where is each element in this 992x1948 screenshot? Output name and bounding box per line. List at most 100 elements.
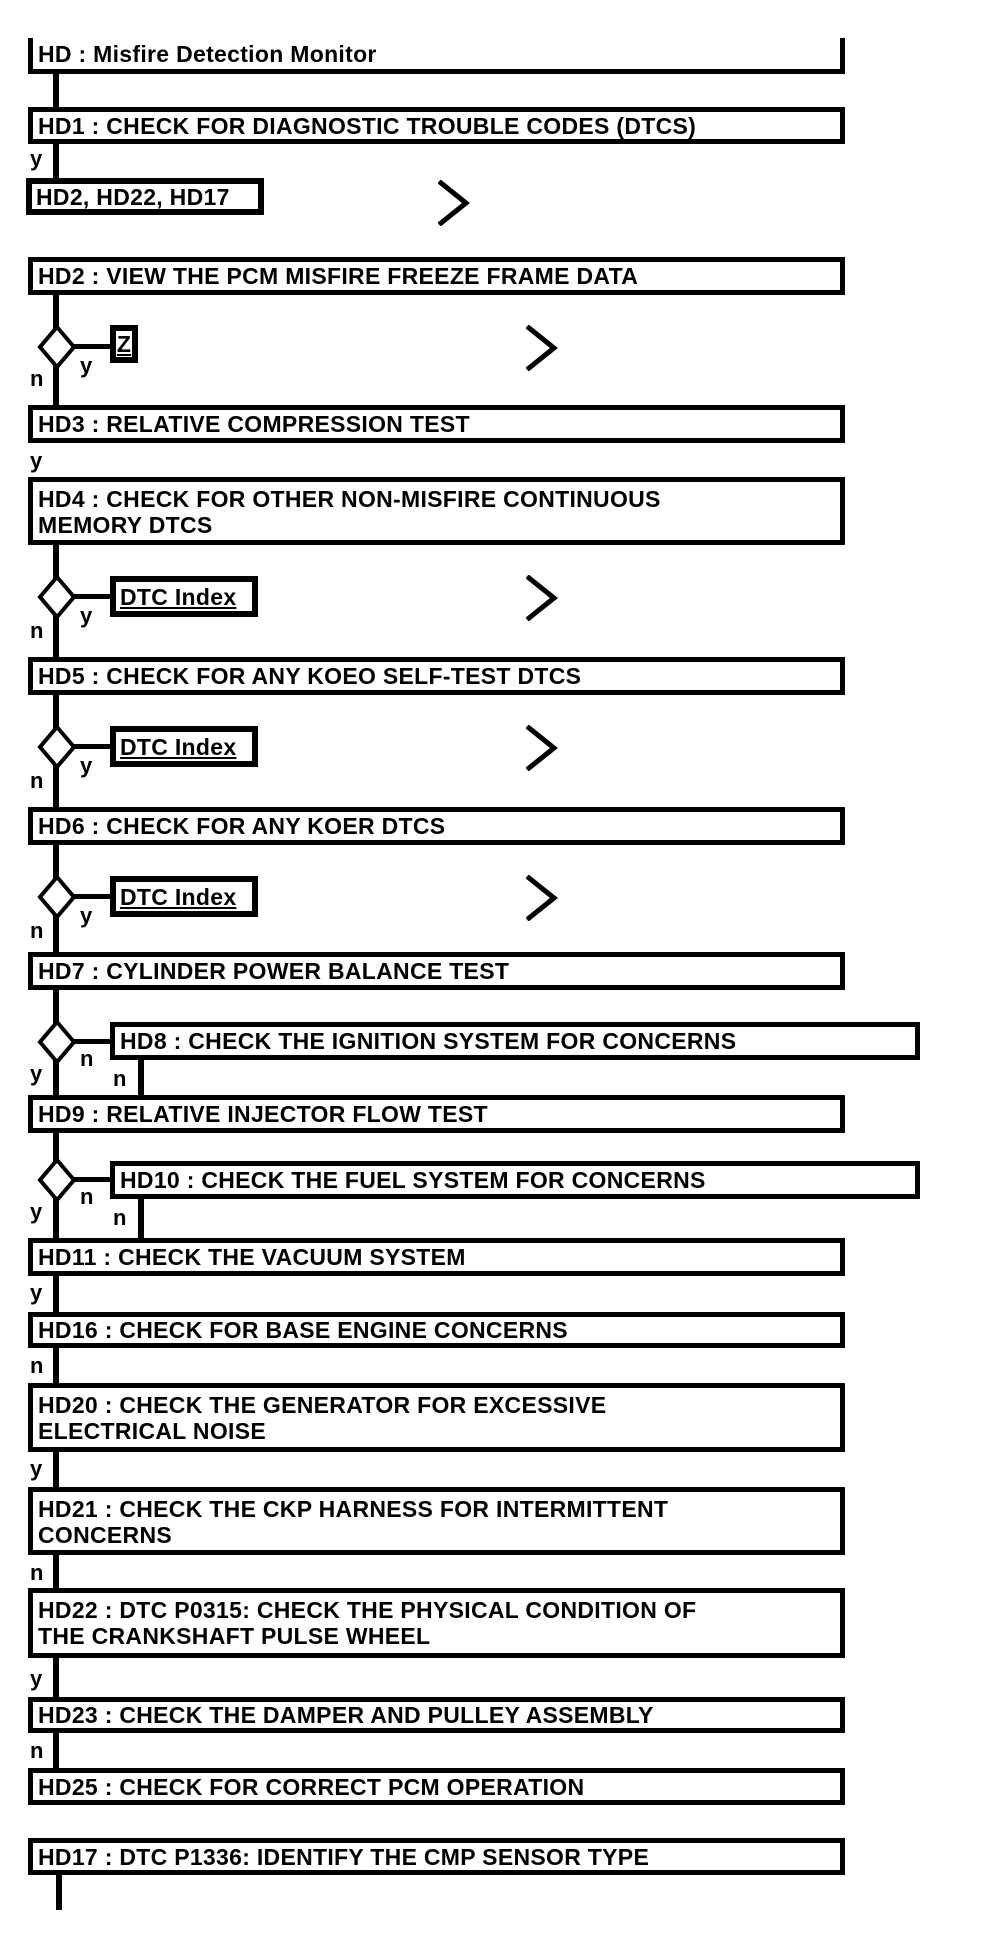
decision-diamond — [37, 1157, 77, 1203]
branch-label-no: n — [113, 1066, 127, 1091]
connector-line — [53, 295, 59, 329]
step-box-hd2: HD2 : VIEW THE PCM MISFIRE FREEZE FRAME … — [28, 257, 845, 295]
step-box-hd16: HD16 : CHECK FOR BASE ENGINE CONCERNS — [28, 1312, 845, 1348]
branch-label-yes: y — [30, 1666, 43, 1691]
connector-line — [53, 1452, 59, 1488]
step-box-hd8: HD8 : CHECK THE IGNITION SYSTEM FOR CONC… — [110, 1022, 920, 1060]
branch-label-yes: y — [80, 353, 93, 378]
link-box-dtc-index[interactable]: DTC Index — [110, 876, 258, 917]
step-text: HD22 : DTC P0315: CHECK THE PHYSICAL CON… — [38, 1597, 697, 1623]
connector-line — [53, 366, 59, 406]
step-box-hd21: HD21 : CHECK THE CKP HARNESS FOR INTERMI… — [28, 1487, 845, 1555]
step-text: CONCERNS — [38, 1522, 173, 1548]
branch-label-no: n — [30, 618, 44, 643]
branch-label-no: n — [80, 1184, 94, 1209]
decision-diamond — [37, 324, 77, 370]
link-text: DTC Index — [120, 883, 237, 910]
connector-line — [53, 545, 59, 579]
connector-line — [53, 1348, 59, 1384]
connector-line — [53, 1057, 59, 1096]
continue-arrow-icon — [526, 325, 558, 371]
link-text: Z — [116, 331, 132, 357]
step-box-hd3: HD3 : RELATIVE COMPRESSION TEST — [28, 405, 845, 443]
branch-label-no: n — [113, 1205, 127, 1230]
step-text: HD25 : CHECK FOR CORRECT PCM OPERATION — [38, 1773, 585, 1800]
link-box-dtc-index[interactable]: DTC Index — [110, 726, 258, 767]
connector-line — [72, 594, 112, 599]
connector-line — [53, 695, 59, 729]
branch-label-no: n — [30, 366, 44, 391]
connector-line — [53, 1658, 59, 1698]
step-text: HD16 : CHECK FOR BASE ENGINE CONCERNS — [38, 1317, 568, 1343]
step-text: HD4 : CHECK FOR OTHER NON-MISFIRE CONTIN… — [38, 486, 661, 512]
title-text: HD : Misfire Detection Monitor — [38, 40, 377, 67]
step-box-hd10: HD10 : CHECK THE FUEL SYSTEM FOR CONCERN… — [110, 1161, 920, 1199]
step-text: HD2 : VIEW THE PCM MISFIRE FREEZE FRAME … — [38, 263, 639, 289]
branch-label-no: n — [30, 1738, 44, 1763]
step-text: HD17 : DTC P1336: IDENTIFY THE CMP SENSO… — [38, 1843, 650, 1870]
connector-line — [72, 1177, 112, 1182]
step-text: HD9 : RELATIVE INJECTOR FLOW TEST — [38, 1101, 488, 1127]
branch-label-yes: y — [30, 146, 43, 171]
branch-label-yes: y — [30, 1456, 43, 1481]
step-box-hd5: HD5 : CHECK FOR ANY KOEO SELF-TEST DTCS — [28, 657, 845, 695]
connector-line — [53, 915, 59, 958]
branch-label-no: n — [80, 1046, 94, 1071]
decision-diamond — [37, 1019, 77, 1065]
step-text: HD23 : CHECK THE DAMPER AND PULLEY ASSEM… — [38, 1702, 654, 1728]
step-box-hd11: HD11 : CHECK THE VACUUM SYSTEM — [28, 1238, 845, 1276]
link-box-jump-hd2-hd22-hd17[interactable]: HD2, HD22, HD17 — [26, 178, 264, 215]
step-text: HD1 : CHECK FOR DIAGNOSTIC TROUBLE CODES… — [38, 112, 697, 139]
step-text: HD8 : CHECK THE IGNITION SYSTEM FOR CONC… — [120, 1028, 737, 1054]
step-text: MEMORY DTCS — [38, 512, 213, 538]
connector-line — [72, 894, 112, 899]
continue-arrow-icon — [526, 575, 558, 621]
title-box-hd: HD : Misfire Detection Monitor — [28, 38, 845, 74]
connector-line — [53, 1733, 59, 1769]
branch-label-no: n — [30, 918, 44, 943]
branch-label-yes: y — [30, 1199, 43, 1224]
step-text: HD20 : CHECK THE GENERATOR FOR EXCESSIVE — [38, 1392, 607, 1418]
step-box-hd22: HD22 : DTC P0315: CHECK THE PHYSICAL CON… — [28, 1588, 845, 1658]
connector-line — [53, 74, 59, 108]
connector-line — [53, 144, 59, 179]
branch-label-yes: y — [80, 903, 93, 928]
continue-arrow-icon — [526, 725, 558, 771]
decision-diamond — [37, 574, 77, 620]
connector-line — [53, 1555, 59, 1589]
connector-line — [53, 845, 59, 879]
continue-arrow-icon — [438, 180, 470, 226]
connector-line — [138, 1058, 144, 1096]
step-box-hd9: HD9 : RELATIVE INJECTOR FLOW TEST — [28, 1095, 845, 1133]
branch-label-yes: y — [80, 753, 93, 778]
connector-line — [53, 615, 59, 658]
connector-line — [53, 1276, 59, 1313]
step-text: THE CRANKSHAFT PULSE WHEEL — [38, 1623, 431, 1649]
connector-line — [72, 344, 112, 349]
decision-diamond — [37, 724, 77, 770]
step-box-hd20: HD20 : CHECK THE GENERATOR FOR EXCESSIVE… — [28, 1383, 845, 1452]
step-text: HD5 : CHECK FOR ANY KOEO SELF-TEST DTCS — [38, 663, 582, 689]
step-text: HD21 : CHECK THE CKP HARNESS FOR INTERMI… — [38, 1496, 669, 1522]
connector-line — [72, 744, 112, 749]
connector-line — [53, 765, 59, 808]
step-text: HD10 : CHECK THE FUEL SYSTEM FOR CONCERN… — [120, 1167, 706, 1193]
link-box-z[interactable]: Z — [110, 325, 138, 363]
branch-label-no: n — [30, 1353, 44, 1378]
connector-line — [138, 1197, 144, 1239]
link-box-dtc-index[interactable]: DTC Index — [110, 576, 258, 617]
connector-line — [53, 990, 59, 1027]
connector-line — [72, 1039, 112, 1044]
continue-arrow-icon — [526, 875, 558, 921]
step-text: ELECTRICAL NOISE — [38, 1418, 267, 1444]
branch-label-no: n — [30, 768, 44, 793]
link-text: DTC Index — [120, 733, 237, 760]
connector-line — [56, 1875, 62, 1910]
branch-label-yes: y — [30, 1061, 43, 1086]
branch-label-yes: y — [30, 448, 43, 473]
branch-label-yes: y — [80, 603, 93, 628]
link-text: HD2, HD22, HD17 — [36, 183, 230, 210]
step-text: HD6 : CHECK FOR ANY KOER DTCS — [38, 813, 446, 839]
step-text: HD7 : CYLINDER POWER BALANCE TEST — [38, 958, 510, 984]
